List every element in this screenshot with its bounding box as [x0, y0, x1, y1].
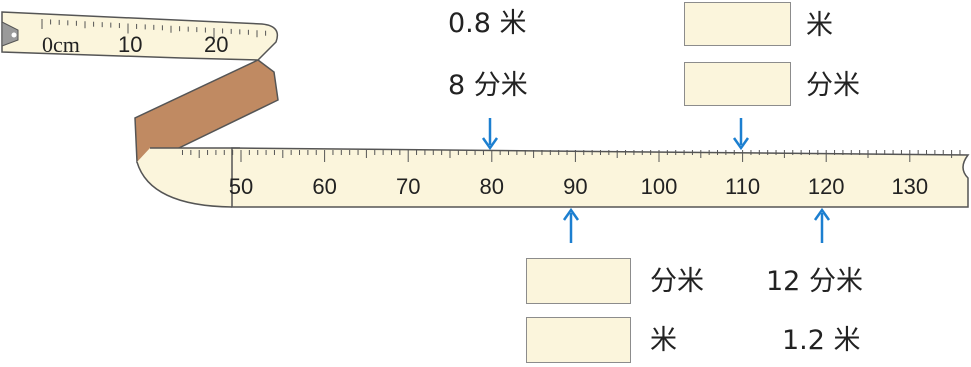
arrow-up-120 [813, 207, 831, 243]
answer-box-decimeter-top[interactable] [684, 62, 791, 106]
unit-decimeter-bottom: 分米 [650, 266, 704, 297]
tape-bottom-ticks [181, 150, 961, 162]
tick-label-100: 100 [641, 174, 678, 199]
tick-label-20: 20 [204, 32, 228, 57]
label-1-2-meter: 1.2 米 [782, 325, 861, 356]
unit-meter-top: 米 [806, 10, 833, 41]
label-0-8-meter: 0.8 米 [448, 8, 527, 39]
tape-curve-segment [137, 148, 240, 207]
tick-label-120: 120 [808, 174, 845, 199]
answer-box-decimeter-bottom[interactable] [526, 258, 631, 304]
label-12-decimeter: 12 分米 [766, 266, 863, 297]
unit-meter-bottom: 米 [650, 325, 677, 356]
answer-box-meter-bottom[interactable] [526, 317, 631, 363]
tick-label-80: 80 [480, 174, 504, 199]
answer-box-meter-top[interactable] [684, 2, 791, 46]
tick-label-90: 90 [563, 174, 587, 199]
tape-end-rivet [11, 32, 17, 38]
tape-top-ticks [41, 19, 267, 38]
arrow-up-90 [562, 207, 580, 243]
tick-label-60: 60 [312, 174, 336, 199]
arrow-down-80 [481, 118, 499, 151]
tick-label-50: 50 [229, 174, 253, 199]
tick-label-10: 10 [118, 32, 142, 57]
tick-label-70: 70 [396, 174, 420, 199]
unit-decimeter-top: 分米 [806, 70, 860, 101]
tape-top-segment [1, 11, 279, 61]
label-8-decimeter: 8 分米 [448, 70, 528, 101]
tick-label-130: 130 [891, 174, 928, 199]
tape-end-hook [1, 21, 19, 47]
tape-bottom-segment [231, 147, 970, 208]
tick-label-110: 110 [725, 174, 760, 199]
arrow-down-110 [732, 118, 750, 151]
tick-label-0cm: 0cm [42, 32, 80, 57]
tape-twist-back [134, 59, 279, 163]
